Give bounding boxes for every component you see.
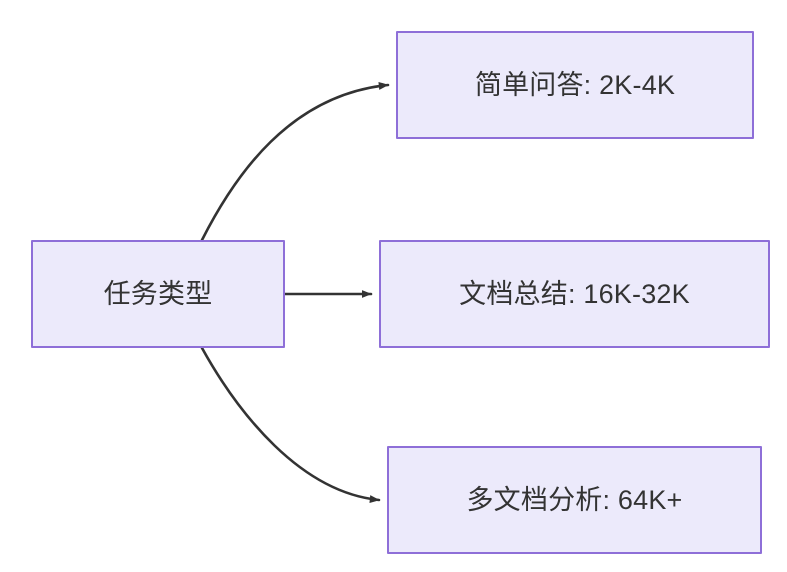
node-label: 简单问答: 2K-4K (474, 69, 676, 100)
node-multi-doc-analysis[interactable]: 多文档分析: 64K+ (387, 446, 762, 554)
node-label: 任务类型 (103, 278, 213, 309)
node-doc-summary[interactable]: 文档总结: 16K-32K (379, 240, 770, 348)
node-task-type[interactable]: 任务类型 (31, 240, 285, 348)
node-label: 文档总结: 16K-32K (459, 278, 690, 309)
edge-root-to-simple-qa (200, 81, 390, 242)
node-simple-qa[interactable]: 简单问答: 2K-4K (396, 31, 754, 139)
edge-root-to-multi-doc (200, 346, 381, 504)
node-label: 多文档分析: 64K+ (466, 484, 683, 515)
